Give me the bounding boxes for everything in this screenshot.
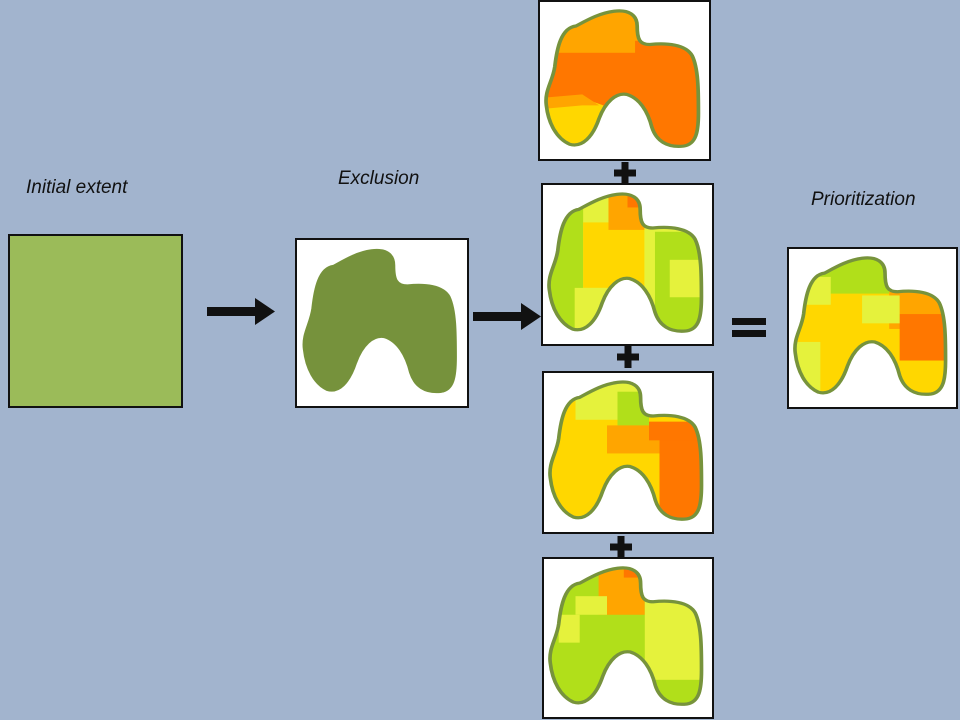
criterion-map-3	[542, 371, 714, 534]
initial-extent-label: Initial extent	[26, 177, 128, 198]
initial-extent-square	[8, 234, 183, 408]
prioritization-label: Prioritization	[811, 189, 916, 210]
criterion-map-4	[542, 557, 714, 719]
plus-operator-icon	[617, 346, 639, 368]
plus-operator-icon	[614, 162, 636, 184]
criterion-map-2	[541, 183, 714, 346]
prioritization-map	[787, 247, 958, 409]
arrow-right-icon	[473, 303, 541, 330]
arrow-right-icon	[207, 298, 275, 325]
criterion-map-1	[538, 0, 711, 161]
exclusion-label: Exclusion	[338, 168, 420, 189]
exclusion-map	[295, 238, 469, 408]
equals-operator-icon	[732, 318, 766, 337]
plus-operator-icon	[610, 536, 632, 558]
